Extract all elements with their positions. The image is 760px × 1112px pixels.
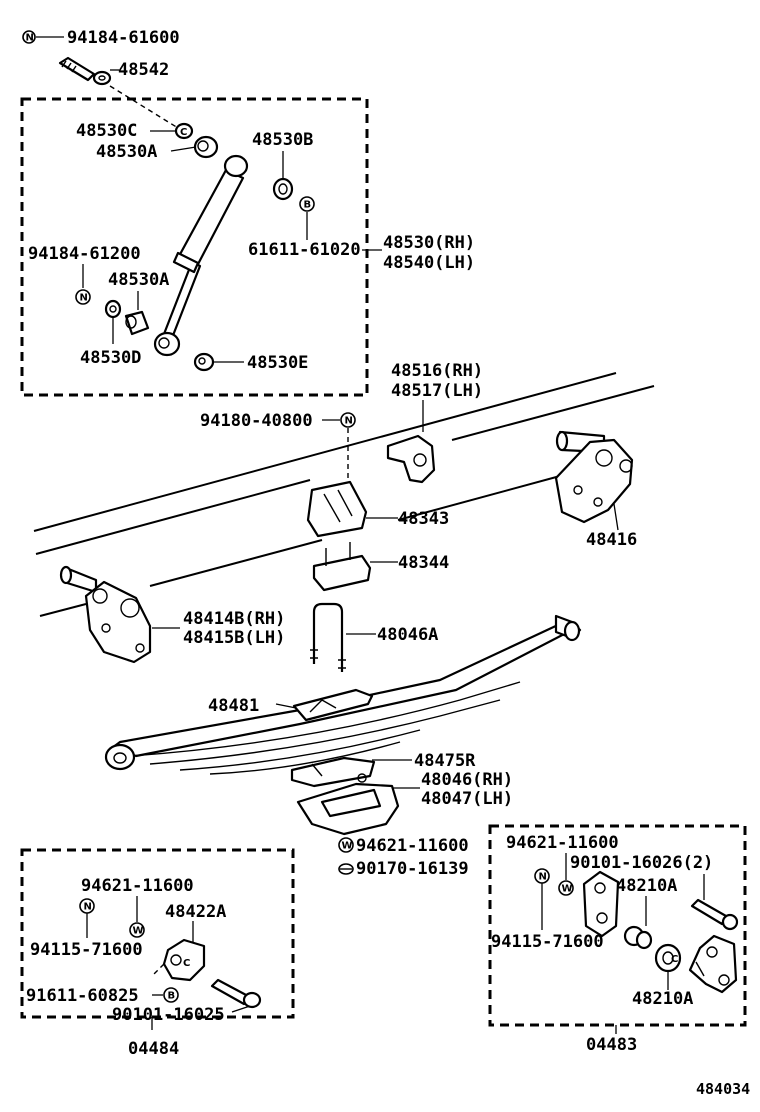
bushing-48530B [272,177,294,201]
shackle-plate-outer [688,934,738,994]
nut-94180-40800: N [340,412,356,428]
svg-text:B: B [168,991,176,1002]
shock-absorber-kit-frame [20,97,369,397]
nut-94115-71600-right: N [534,868,550,884]
part-label: 48047(LH) [421,789,513,809]
part-label: 94115-71600 [491,932,604,952]
part-label: 48530(RH) [383,233,475,253]
bracket-48422A: C [162,938,206,982]
part-label: 48530E [247,353,308,373]
part-label: 48540(LH) [383,253,475,273]
part-label: 94180-40800 [200,411,313,431]
part-label: 48530D [80,348,141,368]
washer-94621-11600-left: W [129,922,145,938]
hanger-48414B [59,565,152,664]
nut-61611-61020: B [299,196,315,212]
kit-number: 04484 [128,1039,179,1059]
part-label: 94621-11600 [506,833,619,853]
part-label: 48530A [108,270,169,290]
part-label: 48415B(LH) [183,628,285,648]
part-label: 48210A [616,876,677,896]
u-bolt-48046A [310,602,346,672]
part-label: 48046A [377,625,438,645]
shock-absorber-body [153,154,249,357]
part-label: 90170-16139 [356,859,469,879]
part-label: 48344 [398,553,449,573]
bolt-90101-16026 [690,898,739,931]
hanger-48416 [554,430,634,524]
part-label: 48343 [398,509,449,529]
svg-text:N: N [539,872,547,883]
svg-text:C: C [180,127,187,138]
part-label: 48542 [118,60,169,80]
part-label: 48530A [96,142,157,162]
nut-94184-61200: N [75,289,91,305]
part-label: 48475R [414,751,476,771]
part-label: 94184-61200 [28,244,141,264]
kit-number: 04483 [586,1035,637,1055]
svg-text:B: B [304,200,312,211]
part-label: 48046(RH) [421,770,513,790]
bracket-48516 [386,434,436,484]
part-label: 48422A [165,902,226,922]
bolt-90101-16025 [210,978,262,1009]
part-label: 94621-11600 [81,876,194,896]
part-label: 48416 [586,530,637,550]
part-label: 48210A [632,989,693,1009]
bushing-48210A-lower: C [654,943,682,973]
frame-rail [33,372,655,617]
part-label: 48481 [208,696,259,716]
washer-94621-11600: W [338,837,354,853]
leaf-spring [104,614,582,775]
svg-text:W: W [342,841,353,852]
shock-upper-bolt [58,56,96,82]
nut-94115-71600-left: N [79,898,95,914]
washer-48530E [193,352,215,372]
part-label: 94621-11600 [356,836,469,856]
svg-text:W: W [133,926,144,937]
svg-text:C: C [183,958,190,969]
pad-48481 [292,688,374,722]
nut-symbol: N [22,30,36,44]
svg-text:N: N [26,33,34,44]
bushing-48210A-upper [623,925,653,950]
diagram-id: 484034 [696,1080,750,1098]
svg-text:W: W [562,884,573,895]
part-label: 94115-71600 [30,940,143,960]
bushing-48530C: C [174,122,194,140]
shackle-plate-inner [582,870,620,938]
svg-text:C: C [671,954,678,965]
kit-04484-frame [20,848,295,1019]
bushing-48530D [104,299,122,319]
seat-48475R [290,756,376,788]
washer-94621-11600-right: W [558,880,574,896]
part-label: 90101-16025 [112,1005,225,1025]
part-label: 91611-60825 [26,986,139,1006]
washer-48542 [92,70,112,86]
bracket-48343 [306,480,368,538]
part-label: 48530B [252,130,313,150]
plate-48046 [296,773,400,836]
part-label: 48517(LH) [391,381,483,401]
kit-04483-frame [488,824,747,1027]
part-label: 48516(RH) [391,361,483,381]
part-label: 61611-61020 [248,240,361,260]
part-label: 48530C [76,121,137,141]
svg-text:N: N [84,902,92,913]
bushing-48530A-lower [124,310,150,336]
washer-91611-60825: B [163,987,179,1003]
part-label: 94184-61600 [67,28,180,48]
bumper-48344 [312,542,372,592]
bushing-48530A-upper [193,135,219,159]
nut-90170-16139 [338,863,354,875]
svg-text:N: N [80,293,88,304]
svg-text:N: N [345,416,353,427]
part-label: 90101-16026(2) [570,853,713,873]
part-label: 48414B(RH) [183,609,285,629]
